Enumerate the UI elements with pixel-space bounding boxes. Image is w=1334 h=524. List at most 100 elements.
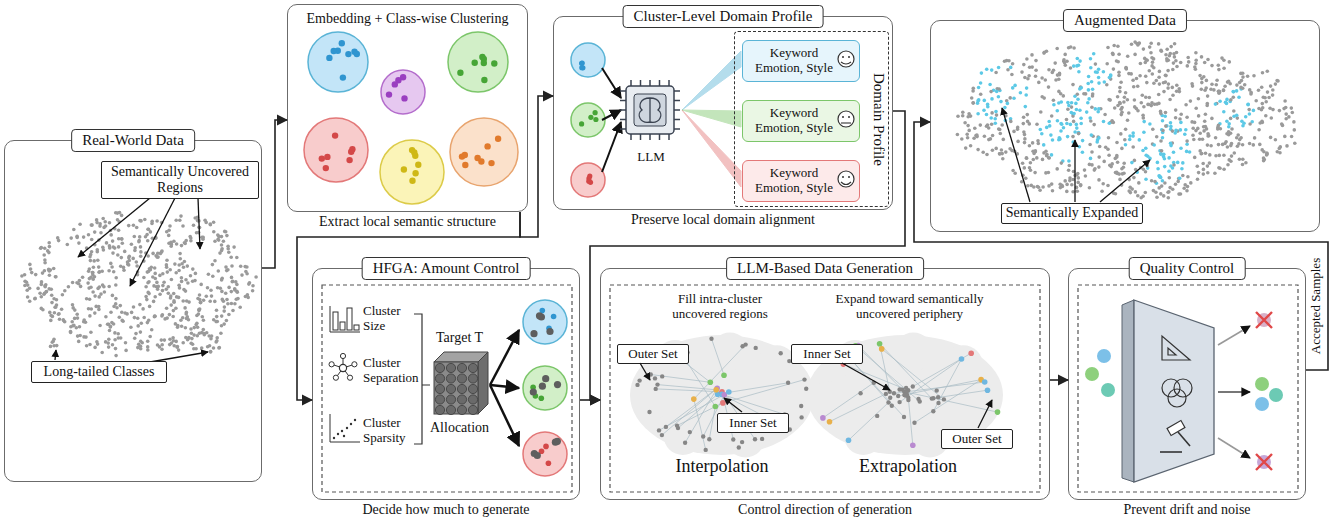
data-point <box>216 233 220 237</box>
data-point <box>116 332 120 336</box>
data-point <box>1281 124 1285 128</box>
data-point <box>1113 106 1117 110</box>
data-point <box>177 348 181 352</box>
data-point <box>1263 158 1267 162</box>
data-point <box>1133 105 1137 109</box>
data-point <box>1174 129 1178 133</box>
data-point <box>45 290 49 294</box>
data-point <box>140 341 144 345</box>
data-point <box>248 281 252 285</box>
generated-point <box>538 313 545 320</box>
cluster-circle <box>381 70 425 114</box>
data-point <box>26 295 30 299</box>
direction-line <box>666 388 717 427</box>
data-point <box>1162 194 1166 198</box>
data-point <box>1236 133 1240 137</box>
data-point <box>39 247 43 251</box>
chip-pin <box>620 119 626 121</box>
data-point <box>1226 145 1230 149</box>
data-point <box>858 391 862 395</box>
data-point <box>1102 120 1106 124</box>
data-point <box>183 260 187 264</box>
data-point <box>1023 141 1027 145</box>
data-point <box>145 298 149 302</box>
data-point <box>904 386 908 390</box>
data-point <box>1163 114 1167 118</box>
data-point <box>1235 113 1239 117</box>
bar-icon <box>340 322 345 330</box>
direction-line <box>658 385 717 390</box>
data-point <box>211 263 215 267</box>
data-point <box>97 271 101 275</box>
data-point <box>1217 143 1221 147</box>
data-point <box>931 396 935 400</box>
venn-icon <box>1162 379 1180 397</box>
leader-arrow <box>1074 140 1075 202</box>
data-point <box>86 281 90 285</box>
rejected-point <box>1257 455 1271 469</box>
data-point <box>1148 157 1152 161</box>
cluster-circle <box>523 366 567 410</box>
data-point <box>1041 185 1045 189</box>
data-point <box>1004 114 1008 118</box>
data-point <box>126 260 130 264</box>
data-point <box>116 211 120 215</box>
cluster-point <box>409 147 415 153</box>
data-point <box>1274 138 1278 142</box>
data-point <box>1160 149 1164 153</box>
data-point <box>1011 62 1015 66</box>
data-point <box>152 300 156 304</box>
data-point <box>1025 57 1029 61</box>
input-arrow <box>602 122 621 172</box>
data-point <box>1187 60 1191 64</box>
data-point <box>147 280 151 284</box>
data-point <box>1175 65 1179 69</box>
cluster-point <box>457 70 463 76</box>
data-point <box>1144 191 1148 195</box>
data-point <box>1166 86 1170 90</box>
data-point <box>1161 119 1165 123</box>
data-point <box>1157 93 1161 97</box>
data-point <box>1229 117 1233 121</box>
data-point <box>1276 79 1280 83</box>
cluster-point <box>539 448 545 454</box>
data-point <box>222 309 226 313</box>
data-point <box>1082 92 1086 96</box>
data-point <box>1165 47 1169 51</box>
sphere <box>435 384 444 393</box>
data-point <box>130 311 134 315</box>
data-point <box>1022 130 1026 134</box>
bubble-tail <box>682 110 741 127</box>
data-point <box>117 229 121 233</box>
generated-point <box>534 452 541 459</box>
data-point <box>983 134 987 138</box>
data-point <box>168 313 172 317</box>
data-point <box>114 354 118 358</box>
data-point <box>657 428 661 432</box>
data-point <box>1168 54 1172 58</box>
data-point <box>1032 152 1036 156</box>
data-point <box>1162 153 1166 157</box>
data-point <box>1011 169 1015 173</box>
generated-point <box>968 350 974 356</box>
data-point <box>1136 85 1140 89</box>
reject-mark <box>1256 312 1272 328</box>
leader-arrow <box>130 198 175 286</box>
gavel-icon <box>1160 451 1182 453</box>
data-point <box>1261 71 1265 75</box>
data-point <box>189 327 193 331</box>
data-point <box>196 297 200 301</box>
data-point <box>216 286 220 290</box>
direction-line <box>894 382 985 393</box>
data-point <box>60 307 64 311</box>
data-point <box>1145 58 1149 62</box>
data-point <box>173 262 177 266</box>
data-point <box>1235 136 1239 140</box>
data-point <box>1120 183 1124 187</box>
data-point <box>990 97 994 101</box>
input-point <box>1085 367 1099 381</box>
data-point <box>50 301 54 305</box>
data-point <box>240 273 244 277</box>
sphere <box>457 384 466 393</box>
data-point <box>1206 94 1210 98</box>
